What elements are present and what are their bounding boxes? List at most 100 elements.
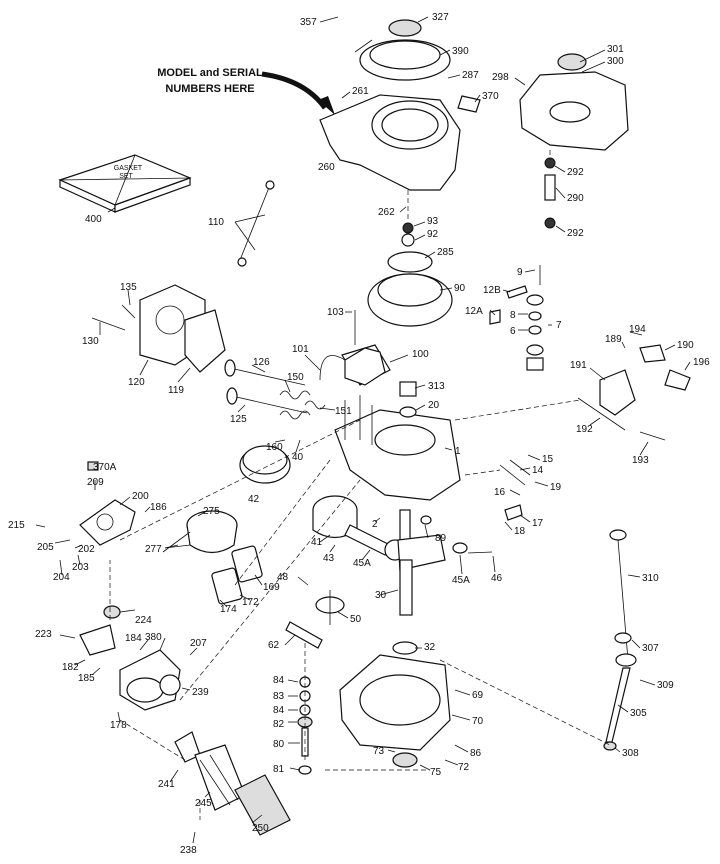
part-label: 15 [542,454,554,465]
air-filter [174,731,291,836]
part-label: 101 [292,344,309,355]
part-label: 84 [273,705,285,716]
part-label: 193 [632,455,649,466]
valves [224,359,326,420]
part-label: 73 [373,746,385,757]
part-label: 301 [607,44,624,55]
part-label: 81 [273,764,285,775]
part-label: 41 [311,537,323,548]
part-label: 380 [145,632,162,643]
part-label: 1 [455,446,461,457]
part-label: 150 [287,372,304,383]
part-label: 287 [462,70,479,81]
part-label: 370 [482,91,499,102]
assembly-lines [109,150,611,820]
part-label: 50 [350,614,362,625]
part-label: 48 [277,572,289,583]
part-label: 6 [510,326,516,337]
part-labels: 357 327 390 287 261 370 260 298 301 300 … [8,12,710,856]
part-label: 169 [263,582,280,593]
camshaft [285,590,345,649]
part-label: 260 [318,162,335,173]
part-label: 20 [428,400,440,411]
part-label: 186 [150,502,167,513]
gasket-box-line-1: GASKET [114,165,143,172]
part-label: 313 [428,381,445,392]
part-label: 45A [452,575,470,586]
part-label: 110 [208,217,224,228]
part-label: 84 [273,675,285,686]
part-label: 307 [642,643,659,654]
part-label: 160 [266,442,283,453]
part-label: 120 [128,377,145,388]
part-label: 12A [465,306,483,317]
part-label: 275 [203,506,220,517]
part-label: 308 [622,748,639,759]
flywheel [367,222,453,327]
part-label: 16 [494,487,506,498]
part-label: 100 [412,349,429,360]
part-label: 390 [452,46,469,57]
misc-small-parts [87,180,544,554]
part-label: 70 [472,716,484,727]
note-line-1: MODEL and SERIAL [157,67,263,79]
part-label: 92 [427,229,439,240]
cylinder-head [139,284,226,373]
part-label: 82 [273,719,285,730]
part-label: 45A [353,558,371,569]
part-label: 196 [693,357,710,368]
part-label: 215 [8,520,25,531]
carburetor [119,649,181,711]
part-label: 30 [375,590,387,601]
part-label: 93 [427,216,439,227]
part-label: 305 [630,708,647,719]
part-label: 86 [470,748,482,759]
part-label: 125 [230,414,247,425]
part-label: 9 [517,267,523,278]
part-label: 14 [532,465,544,476]
part-label: 205 [37,542,54,553]
sump-cover [339,641,451,768]
part-label: 151 [335,406,352,417]
part-label: 310 [642,573,659,584]
part-label: 135 [120,282,137,293]
model-serial-note: MODEL and SERIAL NUMBERS HERE [157,67,335,115]
part-label: 290 [567,193,584,204]
part-label: 327 [432,12,449,23]
piston [312,495,358,539]
part-label: 17 [532,518,544,529]
part-label: 72 [458,762,470,773]
part-label: 119 [168,385,184,396]
part-label: 207 [190,638,207,649]
part-label: 75 [430,767,442,778]
part-label: 223 [35,629,52,640]
carburetor-top-parts [79,499,136,656]
part-label: 18 [514,526,526,537]
leader-lines [35,16,691,844]
part-label: 277 [145,544,162,555]
part-label: 126 [253,357,270,368]
part-label: 262 [378,207,395,218]
part-label: 241 [158,779,175,790]
part-label: 83 [273,691,285,702]
rewind-starter [354,19,481,113]
governor-linkage [577,344,691,441]
part-label: 192 [576,424,593,435]
part-label: 19 [550,482,562,493]
part-label: 370A [93,462,117,473]
part-label: 300 [607,56,624,67]
part-label: 400 [85,214,102,225]
part-label: 7 [556,320,562,331]
part-label: 224 [135,615,152,626]
part-label: 239 [192,687,209,698]
part-label: 182 [62,662,79,673]
part-label: 130 [82,336,99,347]
part-label: 62 [268,640,280,651]
part-label: 191 [570,360,587,371]
note-line-2: NUMBERS HERE [165,83,254,95]
part-label: 292 [567,167,584,178]
part-label: 12B [483,285,501,296]
intake-gaskets [211,545,263,605]
part-label: 46 [491,573,503,584]
part-label: 90 [454,283,466,294]
